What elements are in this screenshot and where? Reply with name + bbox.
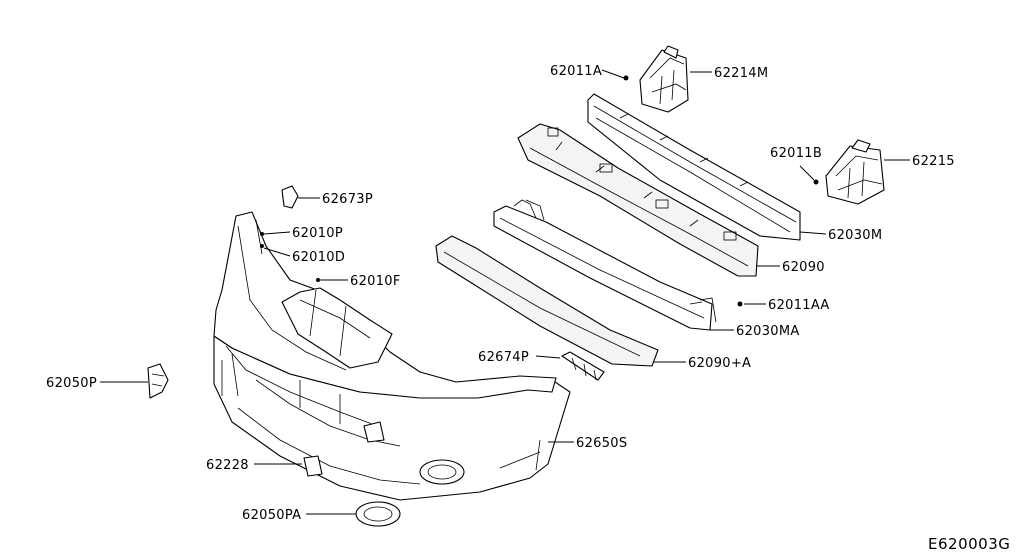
bracket-62050P — [147, 363, 169, 399]
clip-62673P — [281, 185, 299, 209]
cover-62228 — [303, 455, 323, 477]
reinforcement-62030M — [587, 93, 801, 241]
screw-62011AA — [737, 301, 743, 307]
callout-62090A: 62090+A — [688, 356, 751, 371]
callout-62030M: 62030M — [828, 228, 882, 243]
callout-62011AA: 62011AA — [768, 298, 830, 313]
bracket-62215 — [825, 139, 885, 205]
absorber-62090A — [435, 235, 659, 367]
bracket-62214M — [639, 45, 689, 113]
callout-62228: 62228 — [206, 458, 249, 473]
fastener-62010P — [260, 232, 264, 236]
ring-62050PA — [355, 501, 401, 527]
absorber-62090 — [517, 123, 759, 277]
callout-62090: 62090 — [782, 260, 825, 275]
screw-62011A — [623, 75, 629, 81]
callout-62214M: 62214M — [714, 66, 768, 81]
clip-62674P — [561, 351, 605, 381]
callout-62010F: 62010F — [350, 274, 401, 289]
callout-62050PA: 62050PA — [242, 508, 301, 523]
reinforcement-62030MA — [493, 199, 717, 331]
fastener-62010D — [260, 244, 264, 248]
figure-code: E620003G — [928, 535, 1010, 553]
fastener-62010F — [316, 278, 320, 282]
callout-62010P: 62010P — [292, 226, 343, 241]
callout-62674P: 62674P — [478, 350, 529, 365]
callout-62050P: 62050P — [46, 376, 97, 391]
callout-62650S: 62650S — [576, 436, 627, 451]
callout-62011A: 62011A — [550, 64, 602, 79]
callout-62215: 62215 — [912, 154, 955, 169]
bumper-fascia-62650S — [213, 211, 571, 501]
callout-62673P: 62673P — [322, 192, 373, 207]
callout-62010D: 62010D — [292, 250, 345, 265]
callout-62030MA: 62030MA — [736, 324, 800, 339]
callout-62011B: 62011B — [770, 146, 822, 161]
screw-62011B — [813, 179, 819, 185]
